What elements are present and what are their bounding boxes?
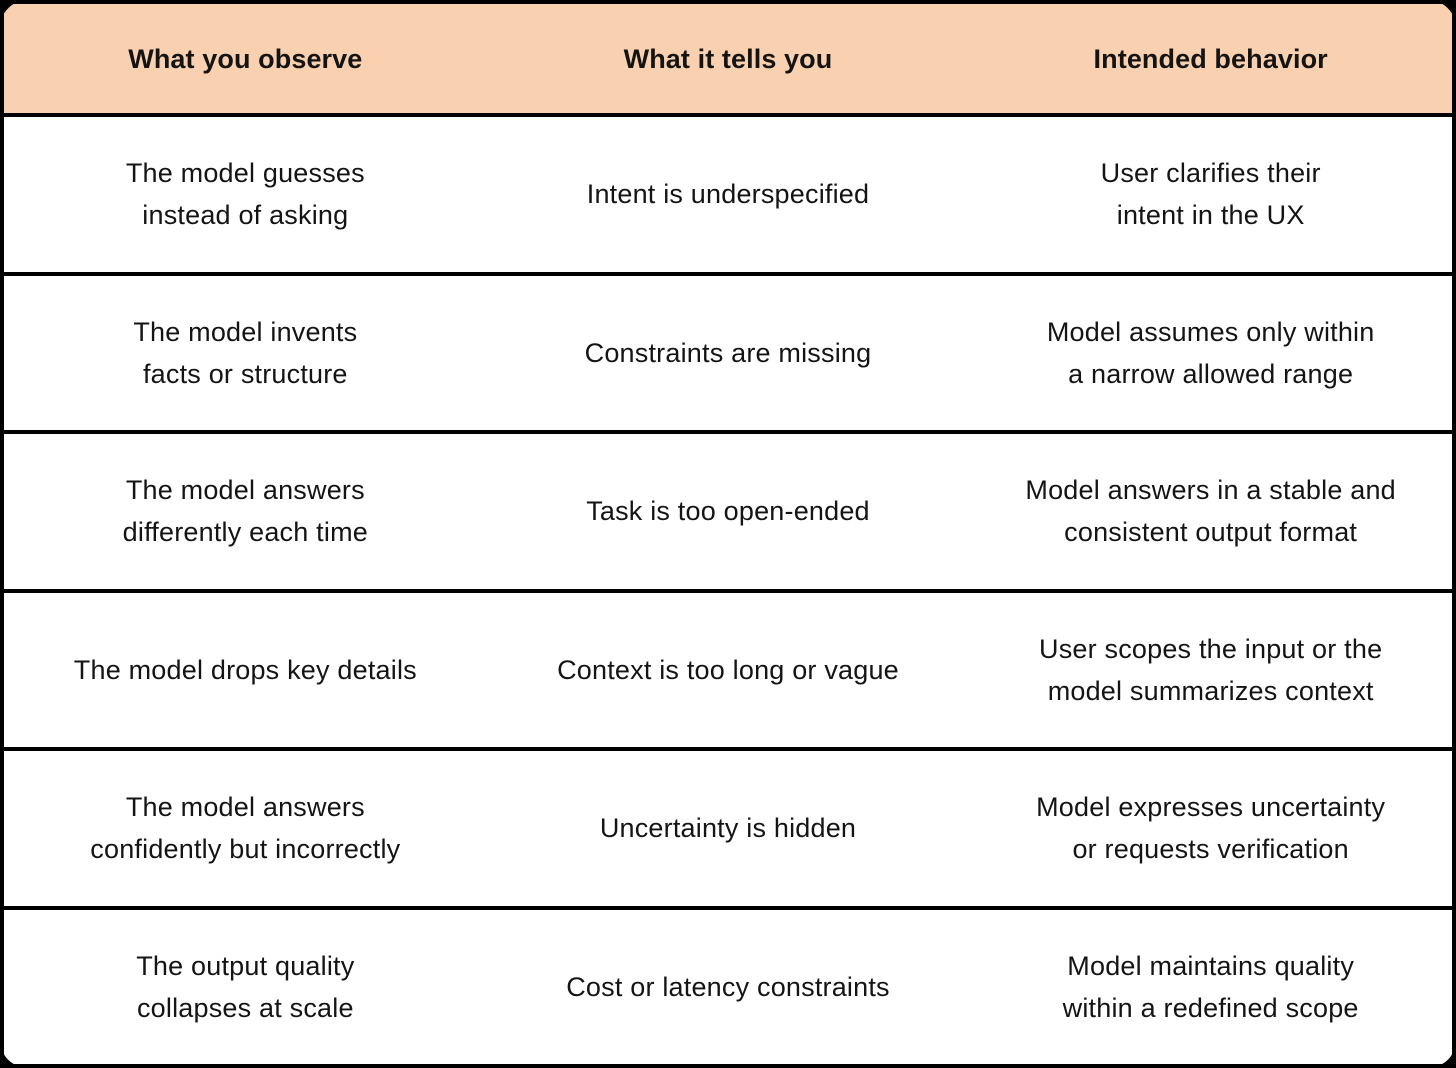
table-cell: The model drops key details [73,654,417,685]
table-row: The model drops key details Context is t… [4,592,1452,747]
table-cell: Model expresses uncertainty or requests … [1036,792,1386,865]
header-cell-what-you-observe: What you observe [128,43,363,74]
table-cell: Intent is underspecified [586,179,870,210]
table-cell: User scopes the input or the model summa… [1039,633,1383,706]
table-row: The model invents facts or structure Con… [4,275,1452,430]
table-header-row: What you observe What it tells you Inten… [4,4,1452,113]
table-cell: Model answers in a stable and consistent… [1025,475,1396,548]
header-cell-intended-behavior: Intended behavior [1093,43,1328,74]
table-cell: Constraints are missing [584,337,872,368]
table-row: The model guesses instead of asking Inte… [4,117,1452,272]
table-cell: Cost or latency constraints [566,971,890,1002]
table-cell: The output quality collapses at scale [136,950,355,1023]
table-row: The output quality collapses at scale Co… [4,909,1452,1064]
table-row: The model answers differently each time … [4,434,1452,589]
table-cell: Model maintains quality within a redefin… [1062,950,1359,1023]
table-cell: The model guesses instead of asking [125,158,365,231]
table-cell: The model answers differently each time [122,475,368,548]
table-cell: Context is too long or vague [557,654,899,685]
table-cell: Task is too open-ended [586,496,870,527]
table-cell: User clarifies their intent in the UX [1100,158,1321,231]
header-cell-what-it-tells-you: What it tells you [623,43,833,74]
table-cell: Uncertainty is hidden [599,813,857,844]
table-cell: The model invents facts or structure [133,316,358,389]
table-row: The model answers confidently but incorr… [4,751,1452,906]
table-cell: The model answers confidently but incorr… [90,792,401,865]
table-cell: Model assumes only within a narrow allow… [1046,316,1375,389]
